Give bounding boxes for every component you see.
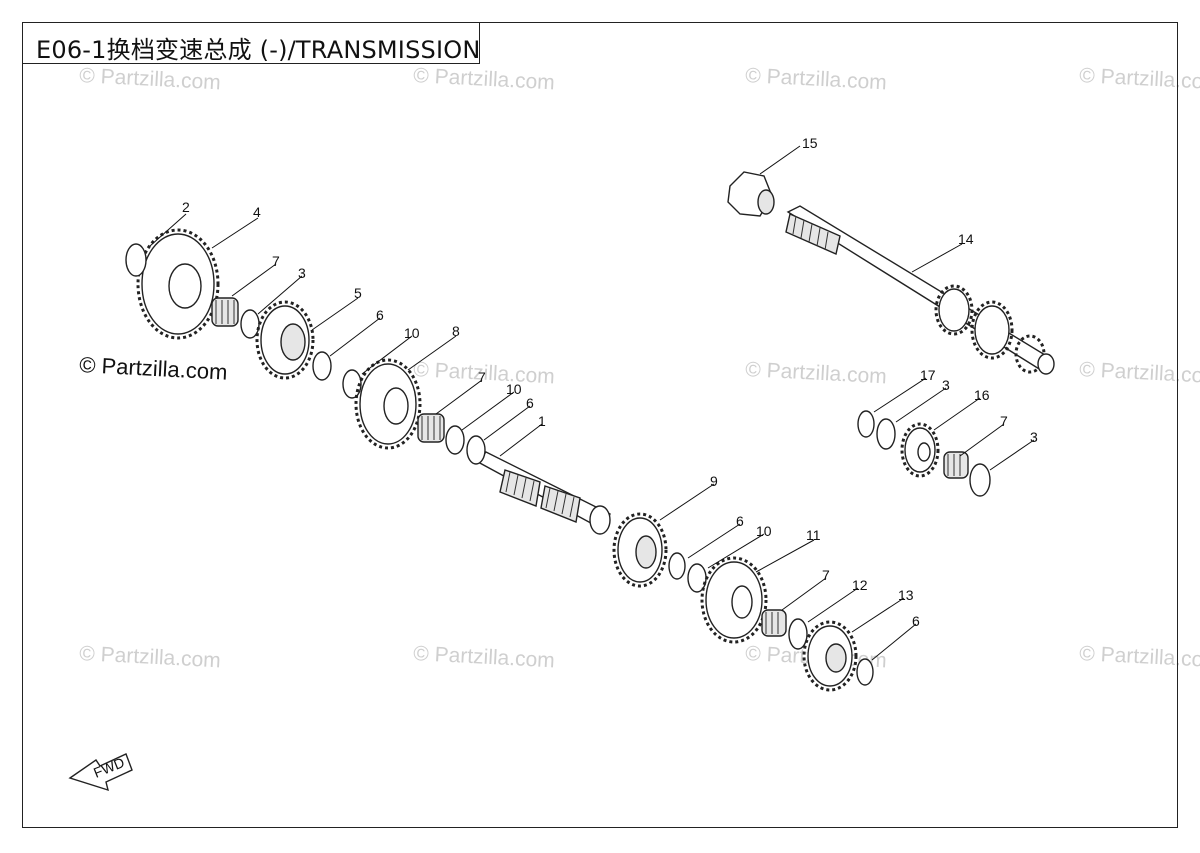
callout-9: 9 bbox=[710, 473, 718, 489]
callout-17: 17 bbox=[920, 367, 936, 383]
callout-6: 6 bbox=[736, 513, 744, 529]
gear-4-part bbox=[136, 228, 220, 340]
washer-6-part bbox=[668, 552, 686, 580]
callout-8: 8 bbox=[452, 323, 460, 339]
washer-10-part bbox=[445, 425, 465, 455]
callout-10: 10 bbox=[756, 523, 772, 539]
circlip-17-part bbox=[857, 410, 875, 438]
washer-6-part bbox=[466, 435, 486, 465]
callout-3: 3 bbox=[1030, 429, 1038, 445]
callout-6: 6 bbox=[912, 613, 920, 629]
washer-3-part bbox=[876, 418, 896, 450]
callout-7: 7 bbox=[272, 253, 280, 269]
callout-5: 5 bbox=[354, 285, 362, 301]
forward-arrow-icon: FWD bbox=[68, 753, 133, 792]
gear-11-part bbox=[700, 556, 768, 644]
countershaft-14-part bbox=[785, 205, 1055, 375]
callout-7: 7 bbox=[478, 369, 486, 385]
callout-11: 11 bbox=[806, 527, 821, 543]
page-title: E06-1换档变速总成 (-)/TRANSMISSION bbox=[36, 36, 481, 64]
callout-16: 16 bbox=[974, 387, 990, 403]
gear-13-part bbox=[802, 620, 858, 692]
washer-3-part bbox=[969, 463, 991, 497]
gear-8-part bbox=[354, 358, 422, 450]
gear-5-part bbox=[255, 300, 315, 380]
callout-3: 3 bbox=[298, 265, 306, 281]
callout-3: 3 bbox=[942, 377, 950, 393]
gear-9-part bbox=[612, 512, 668, 588]
gear-16-part bbox=[900, 422, 940, 478]
callout-6: 6 bbox=[526, 395, 534, 411]
circlip-6-part bbox=[856, 658, 874, 686]
washer-2-part bbox=[125, 243, 147, 277]
main-shaft-part bbox=[476, 451, 611, 535]
leader-lines bbox=[149, 145, 1035, 661]
callout-4: 4 bbox=[253, 204, 261, 220]
title-box bbox=[22, 22, 480, 64]
callout-14: 14 bbox=[958, 231, 974, 247]
callout-6: 6 bbox=[376, 307, 384, 323]
callout-7: 7 bbox=[1000, 413, 1008, 429]
callout-13: 13 bbox=[898, 587, 914, 603]
needle-bearing-7-part bbox=[943, 451, 969, 479]
nut-15-part bbox=[727, 171, 775, 217]
drawing-frame bbox=[22, 22, 1178, 828]
callout-7: 7 bbox=[822, 567, 830, 583]
callout-10: 10 bbox=[506, 381, 522, 397]
callout-12: 12 bbox=[852, 577, 868, 593]
callout-2: 2 bbox=[182, 199, 190, 215]
callout-10: 10 bbox=[404, 325, 420, 341]
callout-1: 1 bbox=[538, 413, 546, 429]
washer-6-part bbox=[312, 351, 332, 381]
needle-bearing-7-part bbox=[761, 609, 787, 637]
washer-12-part bbox=[788, 618, 808, 650]
callout-labels: 2 4 7 3 5 6 10 8 7 10 6 1 9 6 10 11 7 12… bbox=[182, 135, 1038, 629]
needle-bearing-7-part bbox=[417, 413, 445, 443]
callout-15: 15 bbox=[802, 135, 818, 151]
needle-bearing-7-part bbox=[211, 297, 239, 327]
